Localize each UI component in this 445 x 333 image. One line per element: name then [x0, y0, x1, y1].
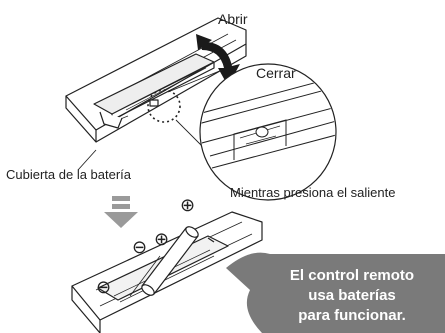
plus-symbol-2: ⊕: [154, 229, 170, 249]
plus-symbol-1: ⊕: [180, 195, 196, 215]
callout-text: El control remoto usa baterías para func…: [254, 266, 445, 326]
tab-highlight-circle: [147, 89, 181, 123]
close-label: Cerrar: [256, 65, 296, 81]
callout-line-1: El control remoto: [289, 267, 415, 284]
open-label: Abrir: [218, 11, 248, 27]
remote-bottom-illustration: [71, 211, 263, 333]
callout-line-2: usa baterías: [308, 287, 396, 304]
battery-cover-label: Cubierta de la batería: [6, 167, 132, 182]
press-tab-label: Mientras presiona el saliente: [230, 185, 396, 200]
minus-symbol-1: ⊖: [132, 237, 148, 257]
minus-symbol-2: ⊖: [96, 277, 112, 297]
down-arrow: [104, 196, 138, 228]
zoom-detail-circle: [199, 63, 337, 201]
callout-line-3: para funcionar.: [298, 307, 406, 324]
